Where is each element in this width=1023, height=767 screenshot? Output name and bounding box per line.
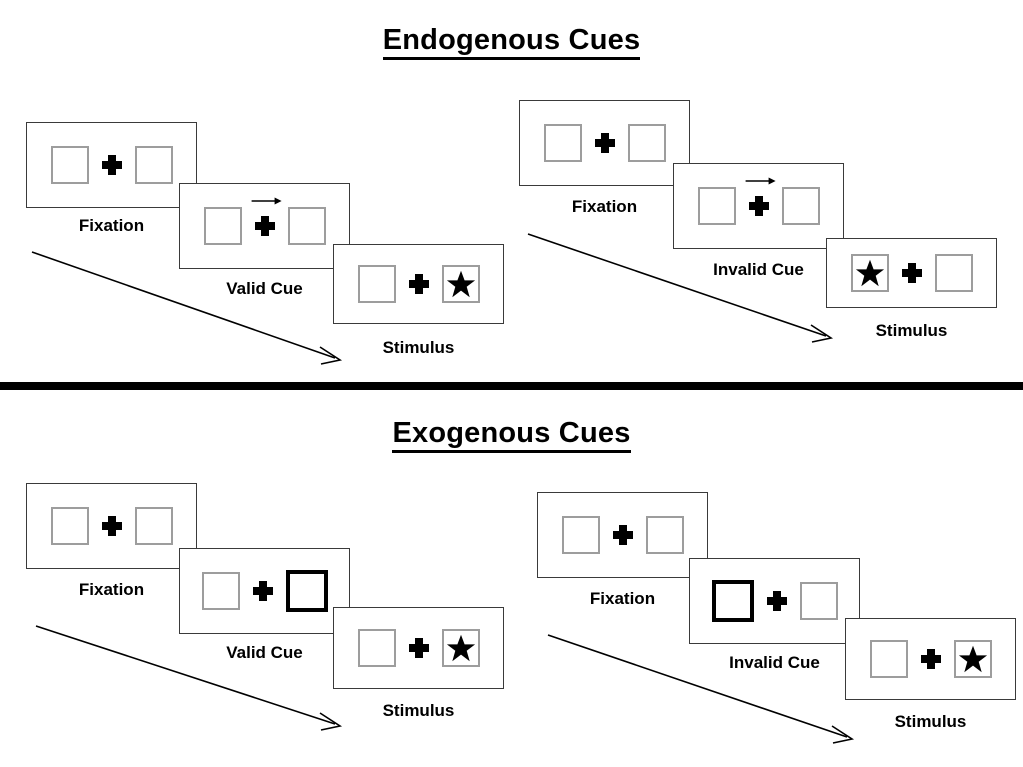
- fixation-plus-wrap: [745, 177, 776, 216]
- section-divider: [0, 382, 1023, 390]
- exogenous-invalid-cue-label: Invalid Cue: [729, 653, 820, 672]
- fixation-cross-icon: [766, 591, 787, 611]
- endogenous-valid-fixation-frame: [26, 122, 197, 208]
- endogenous-valid-stimulus-label: Stimulus: [382, 338, 455, 357]
- arrow-right-cue-icon: [745, 177, 776, 185]
- left-placeholder-square: [50, 507, 89, 545]
- exogenous-valid-stimulus-frame: [333, 607, 504, 689]
- right-placeholder-square: [134, 507, 173, 545]
- endogenous-invalid-cue-label: Invalid Cue: [713, 260, 804, 279]
- exogenous-invalid-fixation-frame: [537, 492, 708, 578]
- fixation-cross-icon: [408, 638, 429, 658]
- star-target-icon: [855, 259, 884, 287]
- left-placeholder-square: [357, 265, 396, 303]
- left-placeholder-square: [203, 207, 242, 245]
- left-target-square: [850, 254, 889, 292]
- fixation-plus-wrap: [920, 649, 941, 669]
- star-target-icon: [958, 645, 987, 673]
- endogenous-valid-stimulus-frame: [333, 244, 504, 324]
- exogenous-title-text: Exogenous Cues: [392, 417, 631, 453]
- fixation-cross-icon: [901, 263, 922, 283]
- exogenous-valid-progression-arrow: [35, 625, 343, 731]
- right-placeholder-square: [645, 516, 684, 554]
- exogenous-invalid-cue-frame: [689, 558, 860, 644]
- fixation-cross-icon: [101, 155, 122, 175]
- fixation-cross-icon: [408, 274, 429, 294]
- right-placeholder-square: [287, 207, 326, 245]
- endogenous-valid-cue-frame: [179, 183, 350, 269]
- left-placeholder-square: [543, 124, 582, 162]
- right-placeholder-square: [934, 254, 973, 292]
- fixation-plus-wrap: [252, 581, 273, 601]
- endogenous-invalid-cue-frame: [673, 163, 844, 249]
- fixation-cross-icon: [254, 216, 275, 236]
- exogenous-section-title: Exogenous Cues: [0, 417, 1023, 453]
- fixation-plus-wrap: [594, 133, 615, 153]
- fixation-plus-wrap: [901, 263, 922, 283]
- endogenous-title-text: Endogenous Cues: [382, 24, 641, 60]
- fixation-plus-wrap: [408, 274, 429, 294]
- fixation-plus-wrap: [766, 591, 787, 611]
- endogenous-section-title: Endogenous Cues: [0, 24, 1023, 60]
- exogenous-invalid-fixation-label: Fixation: [589, 589, 656, 608]
- exogenous-invalid-stimulus-label: Stimulus: [894, 712, 967, 731]
- arrow-right-cue-icon: [251, 197, 282, 205]
- left-placeholder-square: [50, 146, 89, 184]
- exogenous-invalid-stimulus-frame: [845, 618, 1016, 700]
- fixation-plus-wrap: [408, 638, 429, 658]
- right-placeholder-square: [781, 187, 820, 225]
- right-placeholder-square: [134, 146, 173, 184]
- right-target-square: [953, 640, 992, 678]
- left-placeholder-square: [697, 187, 736, 225]
- right-placeholder-square: [627, 124, 666, 162]
- fixation-cross-icon: [101, 516, 122, 536]
- fixation-plus-wrap: [101, 516, 122, 536]
- star-target-icon: [446, 270, 475, 298]
- left-placeholder-square: [561, 516, 600, 554]
- fixation-cross-icon: [612, 525, 633, 545]
- exogenous-valid-cue-label: Valid Cue: [226, 643, 303, 662]
- left-placeholder-square: [201, 572, 240, 610]
- exogenous-valid-cue-frame: [179, 548, 350, 634]
- left-placeholder-square: [869, 640, 908, 678]
- fixation-cross-icon: [748, 196, 769, 216]
- right-target-square: [441, 629, 480, 667]
- fixation-cross-icon: [594, 133, 615, 153]
- endogenous-invalid-fixation-frame: [519, 100, 690, 186]
- right-placeholder-square: [799, 582, 838, 620]
- exogenous-valid-fixation-label: Fixation: [78, 580, 145, 599]
- right-cue-box: [285, 570, 328, 612]
- endogenous-valid-cue-label: Valid Cue: [226, 279, 303, 298]
- fixation-plus-wrap: [251, 197, 282, 236]
- right-target-square: [441, 265, 480, 303]
- endogenous-valid-fixation-label: Fixation: [78, 216, 145, 235]
- endogenous-invalid-stimulus-label: Stimulus: [875, 321, 948, 340]
- left-cue-box: [711, 580, 754, 622]
- endogenous-invalid-stimulus-frame: [826, 238, 997, 308]
- fixation-plus-wrap: [612, 525, 633, 545]
- fixation-cross-icon: [920, 649, 941, 669]
- exogenous-valid-fixation-frame: [26, 483, 197, 569]
- exogenous-invalid-progression-arrow: [547, 634, 855, 744]
- left-placeholder-square: [357, 629, 396, 667]
- fixation-cross-icon: [252, 581, 273, 601]
- star-target-icon: [446, 634, 475, 662]
- endogenous-invalid-fixation-label: Fixation: [571, 197, 638, 216]
- exogenous-valid-stimulus-label: Stimulus: [382, 701, 455, 720]
- fixation-plus-wrap: [101, 155, 122, 175]
